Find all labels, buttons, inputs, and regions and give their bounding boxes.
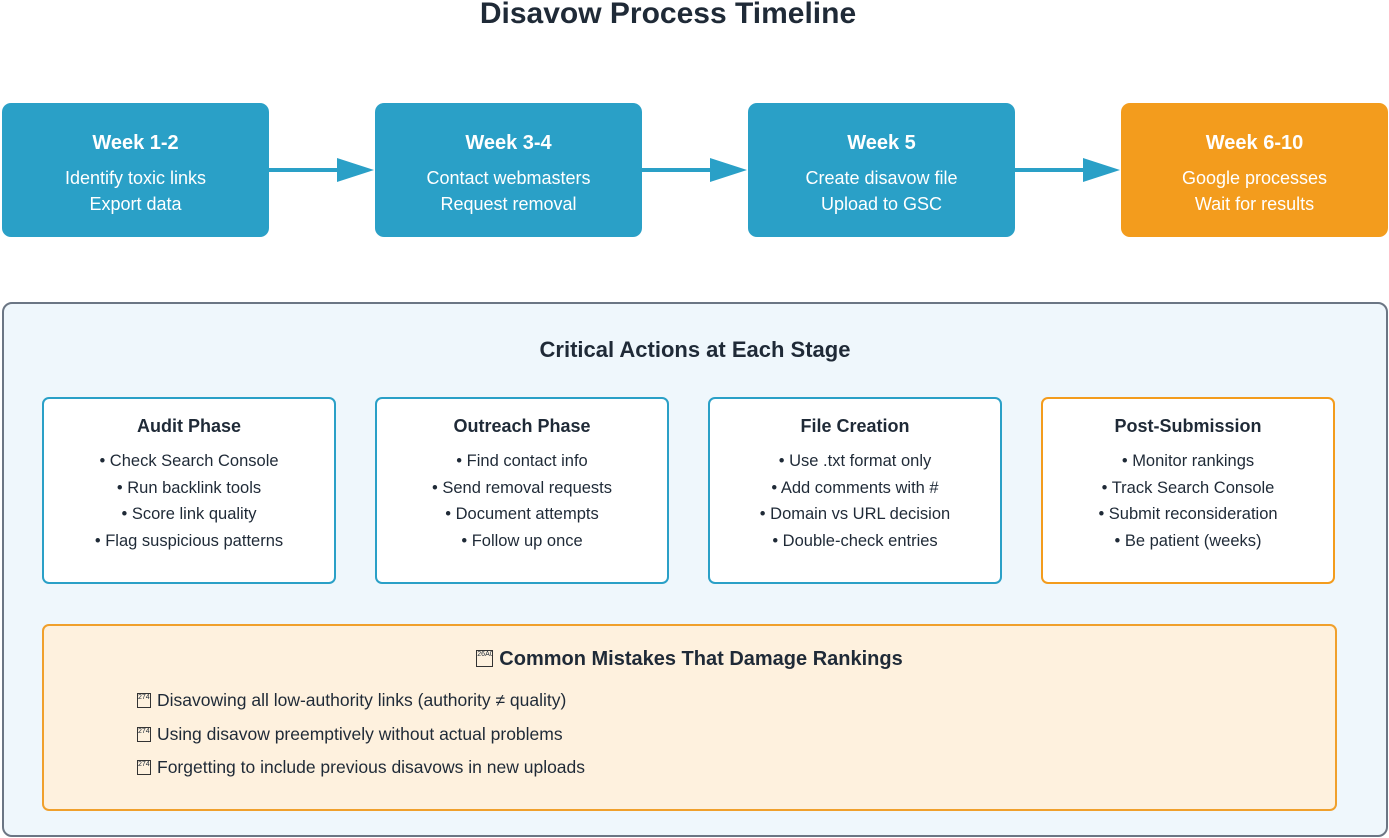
step-line: Contact webmasters bbox=[426, 168, 591, 188]
step-line: Create disavow file bbox=[805, 168, 958, 188]
stage-title: Outreach Phase bbox=[453, 416, 591, 436]
timeline-arrows bbox=[269, 158, 1120, 182]
list-item: 274C Forgetting to include previous disav… bbox=[137, 751, 585, 785]
mistakes-title: Common Mistakes That Damage Rankings bbox=[499, 648, 903, 670]
list-item: • Double-check entries bbox=[772, 531, 938, 550]
list-item: • Document attempts bbox=[445, 505, 599, 523]
mistake-text: Using disavow preemptively without actua… bbox=[157, 723, 563, 744]
stage-action-list: • Monitor rankings • Track Search Consol… bbox=[1043, 448, 1333, 554]
list-item: • Check Search Console bbox=[99, 452, 279, 470]
step-title: Week 3-4 bbox=[465, 132, 552, 154]
list-item: • Monitor rankings bbox=[1121, 452, 1255, 470]
stage-title: Post-Submission bbox=[1114, 416, 1262, 436]
list-item: • Track Search Console bbox=[1101, 478, 1275, 497]
step-title: Week 6-10 bbox=[1205, 132, 1304, 154]
stage-title: File Creation bbox=[800, 416, 910, 436]
list-item: • Add comments with # bbox=[771, 478, 939, 497]
list-item: 274C Using disavow preemptively without a… bbox=[137, 718, 585, 752]
stage-action-list: • Use .txt format only • Add comments wi… bbox=[710, 448, 1000, 554]
step-line: Wait for results bbox=[1194, 194, 1315, 214]
list-item: • Send removal requests bbox=[431, 478, 613, 497]
list-item: • Submit reconsideration bbox=[1098, 505, 1278, 523]
stage-action-list: • Find contact info • Send removal reque… bbox=[377, 448, 667, 554]
list-item: • Use .txt format only bbox=[778, 452, 932, 470]
critical-actions-panel: Critical Actions at Each Stage Audit Pha… bbox=[2, 302, 1388, 837]
timeline-step-week-1-2: Week 1-2 Identify toxic links Export dat… bbox=[2, 103, 269, 237]
timeline-step-week-3-4: Week 3-4 Contact webmasters Request remo… bbox=[375, 103, 642, 237]
warning-icon: 26A0 bbox=[476, 650, 494, 667]
stage-card-outreach: Outreach Phase • Find contact info • Sen… bbox=[375, 397, 669, 584]
timeline-step-week-5: Week 5 Create disavow file Upload to GSC bbox=[748, 103, 1015, 237]
page-title: Disavow Process Timeline bbox=[479, 0, 857, 30]
mistakes-list: 274C Disavowing all low-authority links (… bbox=[137, 684, 585, 785]
mistakes-heading: 26A0 Common Mistakes That Damage Rankings bbox=[44, 646, 1335, 672]
stage-card-file-creation: File Creation • Use .txt format only • A… bbox=[708, 397, 1002, 584]
mistake-text: Disavowing all low-authority links (auth… bbox=[157, 690, 567, 710]
stage-card-post-submission: Post-Submission • Monitor rankings • Tra… bbox=[1041, 397, 1335, 584]
stage-action-list: • Check Search Console • Run backlink to… bbox=[44, 448, 334, 554]
list-item: • Run backlink tools bbox=[116, 478, 262, 497]
cross-icon: 274C bbox=[137, 726, 151, 742]
stage-title: Audit Phase bbox=[136, 416, 242, 436]
step-title: Week 1-2 bbox=[92, 132, 179, 154]
list-item: • Follow up once bbox=[461, 531, 583, 550]
step-title: Week 5 bbox=[847, 132, 916, 154]
list-item: • Be patient (weeks) bbox=[1114, 531, 1262, 550]
list-item: • Find contact info bbox=[456, 452, 588, 470]
mistake-text: Forgetting to include previous disavows … bbox=[157, 757, 586, 777]
step-line: Request removal bbox=[440, 194, 577, 214]
common-mistakes-box: 26A0 Common Mistakes That Damage Rankings… bbox=[42, 624, 1337, 811]
list-item: • Flag suspicious patterns bbox=[94, 531, 284, 550]
step-line: Export data bbox=[89, 194, 182, 214]
step-line: Upload to GSC bbox=[820, 194, 943, 214]
list-item: 274C Disavowing all low-authority links (… bbox=[137, 684, 585, 718]
list-item: • Score link quality bbox=[121, 505, 257, 523]
panel-title: Critical Actions at Each Stage bbox=[539, 337, 851, 362]
stage-card-audit: Audit Phase • Check Search Console • Run… bbox=[42, 397, 336, 584]
step-line: Google processes bbox=[1181, 168, 1328, 188]
cross-icon: 274C bbox=[137, 760, 151, 775]
cross-icon: 274C bbox=[137, 693, 151, 708]
timeline-step-week-6-10: Week 6-10 Google processes Wait for resu… bbox=[1121, 103, 1388, 237]
list-item: • Domain vs URL decision bbox=[759, 505, 951, 523]
arrow-1-to-2 bbox=[269, 158, 374, 182]
arrow-3-to-4 bbox=[1015, 158, 1120, 182]
step-line: Identify toxic links bbox=[64, 168, 207, 188]
arrow-2-to-3 bbox=[642, 158, 747, 182]
